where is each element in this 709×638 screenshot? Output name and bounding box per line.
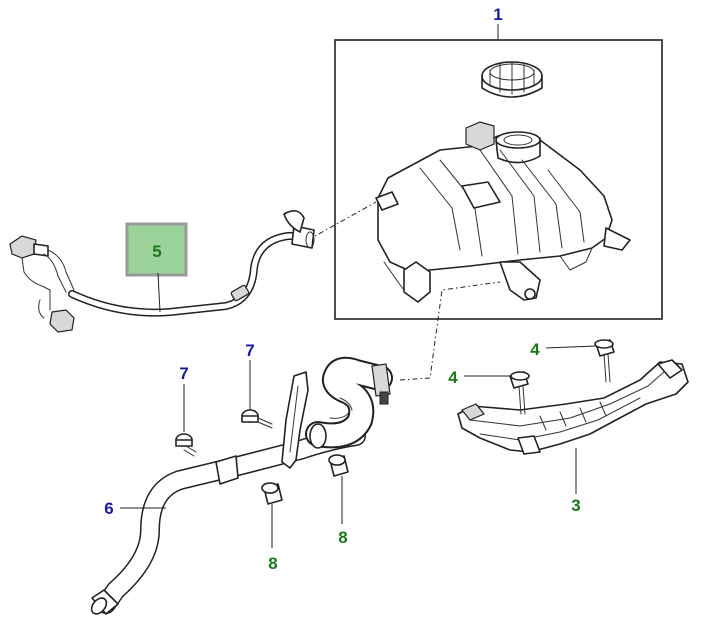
callout-5: 5 [152,242,161,261]
callout-7a: 7 [179,364,188,383]
tank-cap [481,61,543,98]
callout-4b: 4 [530,340,540,359]
bolt-7b[interactable] [241,409,273,429]
bolt-7a[interactable] [175,433,197,457]
bolt-4b[interactable] [594,339,615,383]
bolt-4a[interactable] [509,371,530,415]
grommet-8b[interactable] [328,454,349,477]
coolant-hose-5[interactable] [9,210,315,333]
dashed-link-hose5-tank [307,201,377,241]
grommet-8a[interactable] [261,482,283,505]
callout-8a: 8 [268,554,277,573]
expansion-tank[interactable] [375,61,631,303]
callout-8b: 8 [338,528,347,547]
tank-mounting-bracket-3[interactable] [457,359,689,455]
leader-4b [545,345,597,349]
callout-3: 3 [571,496,580,515]
callout-6: 6 [104,499,113,518]
callout-5-highlight [125,222,188,277]
leader-5 [157,272,161,313]
callout-1: 1 [493,5,502,24]
dashed-link-hose-tank [399,281,501,381]
callout-4a: 4 [448,368,458,387]
coolant-pipe-6[interactable] [89,356,393,617]
callout-7b: 7 [245,341,254,360]
